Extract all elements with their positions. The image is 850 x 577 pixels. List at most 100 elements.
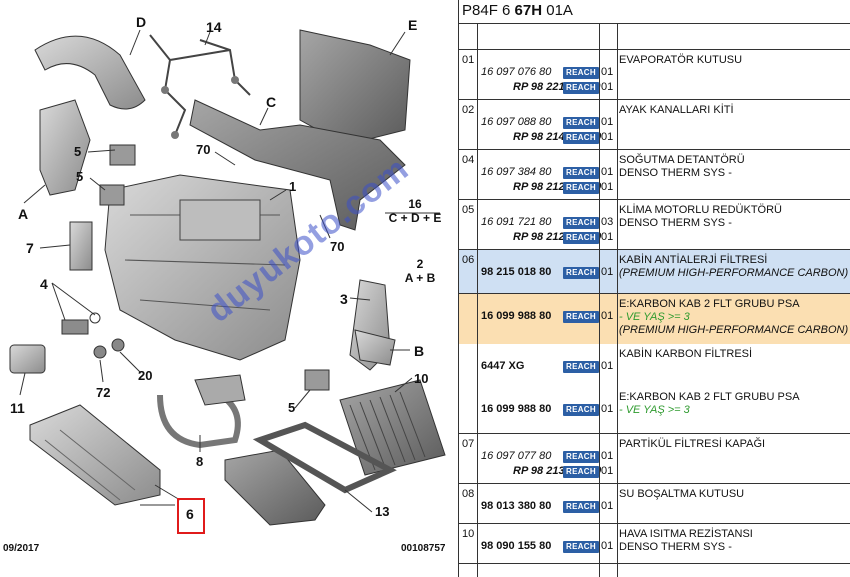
reach-badge: REACH xyxy=(563,182,599,194)
part-quantity: 01 xyxy=(601,181,614,193)
part-reference[interactable]: 16 097 088 80 xyxy=(481,116,552,128)
callout-c: C xyxy=(266,94,277,110)
reach-badge: REACH xyxy=(563,466,599,478)
callout-6: 6 xyxy=(186,506,194,522)
part-quantity: 01 xyxy=(601,465,614,477)
reach-badge: REACH xyxy=(563,404,599,416)
callout-a: A xyxy=(18,206,29,222)
exploded-parts-diagram: D 14 E C 5 70 1 5 A 16 C + D + E 70 7 2 … xyxy=(3,15,446,554)
part-6-filter xyxy=(29,404,161,506)
row-index: 08 xyxy=(462,488,475,500)
part-quantity: 01 xyxy=(601,131,614,143)
callout-5c: 5 xyxy=(288,400,296,415)
part-6-plate xyxy=(224,449,326,526)
description-title: KABİN KARBON FİLTRESİ xyxy=(619,348,753,360)
diagram-ref: 00108757 xyxy=(401,543,446,554)
callout-7: 7 xyxy=(26,240,34,256)
reach-badge: REACH xyxy=(563,451,599,463)
row-index: 01 xyxy=(462,54,475,66)
part-quantity: 01 xyxy=(601,231,614,243)
reach-badge: REACH xyxy=(563,541,599,553)
description-title: SOĞUTMA DETANTÖRÜ xyxy=(619,154,745,166)
diagram-code: P84F 6 67H 01A xyxy=(462,2,573,19)
reach-badge: REACH xyxy=(563,167,599,179)
callout-5b: 5 xyxy=(76,169,84,184)
part-reference[interactable]: 16 097 384 80 xyxy=(481,166,552,178)
callout-72: 72 xyxy=(96,385,111,400)
column-divider-desc xyxy=(617,24,618,577)
description-title: KLİMA MOTORLU REDÜKTÖRÜ xyxy=(619,204,782,216)
part-reference[interactable]: 16 097 077 80 xyxy=(481,450,552,462)
part-reference[interactable]: 98 090 155 80 xyxy=(481,540,552,552)
callout-13: 13 xyxy=(375,504,390,519)
part-7-cover xyxy=(69,221,93,271)
part-quantity: 01 xyxy=(601,540,614,552)
part-quantity: 03 xyxy=(601,216,614,228)
part-reference[interactable]: 16 099 988 80 xyxy=(481,403,552,415)
diagram-code-bold: 67H xyxy=(514,2,543,19)
callout-70a: 70 xyxy=(196,142,211,157)
row-index: 04 xyxy=(462,154,475,166)
diagram-code-suffix: 01A xyxy=(542,2,573,19)
reach-badge: REACH xyxy=(563,132,599,144)
part-reference[interactable]: 16 099 988 80 xyxy=(481,310,552,322)
part-quantity: 01 xyxy=(601,403,614,415)
description-title: HAVA ISITMA REZİSTANSI xyxy=(619,528,753,540)
part-11 xyxy=(9,344,46,374)
reach-badge: REACH xyxy=(563,361,599,373)
row-index: 06 xyxy=(462,254,475,266)
part-reference[interactable]: 16 091 721 80 xyxy=(481,216,552,228)
part-reference[interactable]: 6447 XG xyxy=(481,360,525,372)
reach-badge: REACH xyxy=(563,217,599,229)
description-title: PARTİKÜL FİLTRESİ KAPAĞI xyxy=(619,438,766,450)
reach-badge: REACH xyxy=(563,267,599,279)
table-header-spacer xyxy=(459,24,850,50)
callout-20: 20 xyxy=(138,368,153,383)
part-description: PARTİKÜL FİLTRESİ KAPAĞI xyxy=(619,438,849,451)
description-title: E:KARBON KAB 2 FLT GRUBU PSA xyxy=(619,391,800,403)
part-description: AYAK KANALLARI KİTİ xyxy=(619,104,849,117)
callout-2-group: A + B xyxy=(404,270,436,285)
description-title: KABİN ANTİALERJİ FİLTRESİ xyxy=(619,254,768,266)
description-detail: DENSO THERM SYS - xyxy=(619,541,732,553)
description-detail: - VE YAŞ >= 3 xyxy=(619,404,690,416)
description-detail: (PREMIUM HIGH-PERFORMANCE CARBON) xyxy=(619,267,849,279)
highlight-box xyxy=(177,498,205,534)
part-reference[interactable]: 98 215 018 80 xyxy=(481,266,552,278)
part-reference[interactable]: 16 097 076 80 xyxy=(481,66,552,78)
callout-e: E xyxy=(408,17,418,33)
callout-8: 8 xyxy=(196,454,204,469)
part-quantity: 01 xyxy=(601,500,614,512)
column-divider-index xyxy=(477,24,478,577)
table-header: P84F 6 67H 01A xyxy=(459,0,850,24)
reach-badge: REACH xyxy=(563,82,599,94)
part-quantity: 01 xyxy=(601,81,614,93)
diagram-drawing xyxy=(9,29,446,534)
part-quantity: 01 xyxy=(601,66,614,78)
callout-4: 4 xyxy=(40,276,48,292)
description-title: SU BOŞALTMA KUTUSU xyxy=(619,488,745,500)
callout-14: 14 xyxy=(206,19,222,35)
part-quantity: 01 xyxy=(601,450,614,462)
column-divider-qty xyxy=(599,24,600,577)
part-reference[interactable]: 98 013 380 80 xyxy=(481,500,552,512)
callout-2-number: 2 xyxy=(416,257,424,271)
part-quantity: 01 xyxy=(601,166,614,178)
part-quantity: 01 xyxy=(601,266,614,278)
description-detail: DENSO THERM SYS - xyxy=(619,217,732,229)
